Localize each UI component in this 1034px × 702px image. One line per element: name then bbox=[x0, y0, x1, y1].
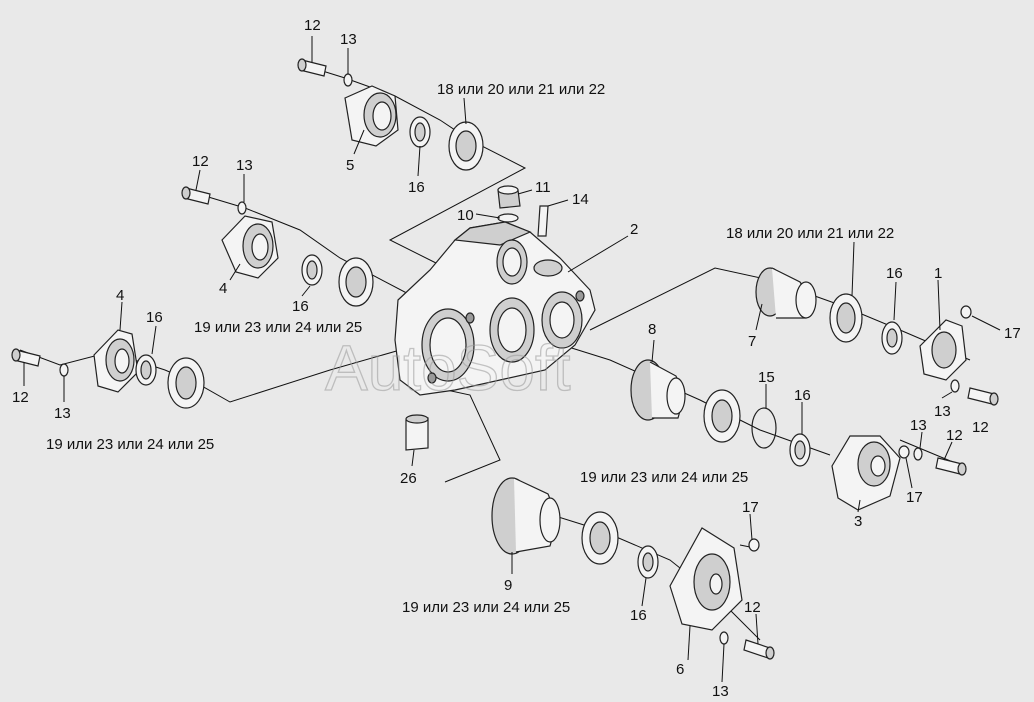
bearing-cover-upper-left bbox=[221, 215, 279, 279]
bearing-middle bbox=[703, 389, 741, 443]
bearing-lower-left bbox=[167, 357, 205, 409]
bolt-upper-right bbox=[967, 387, 999, 406]
callout-16: 16 bbox=[630, 607, 647, 624]
callout-13: 13 bbox=[236, 157, 253, 174]
callout-13: 13 bbox=[712, 683, 729, 700]
callout-5: 5 bbox=[346, 157, 354, 174]
o-ring bbox=[751, 407, 777, 449]
bearing-upper-right bbox=[829, 293, 863, 343]
callout-bearing-options: 19 или 23 или 24 или 25 bbox=[580, 469, 748, 486]
callout-2: 2 bbox=[630, 221, 638, 238]
callout-8: 8 bbox=[648, 321, 656, 338]
callout-17: 17 bbox=[742, 499, 759, 516]
callout-bearing-options: 19 или 23 или 24 или 25 bbox=[402, 599, 570, 616]
callout-12: 12 bbox=[12, 389, 29, 406]
callout-bearing-options: 19 или 23 или 24 или 25 bbox=[194, 319, 362, 336]
gearbox-housing bbox=[394, 221, 596, 396]
washer-lower-left bbox=[59, 363, 69, 377]
callout-10: 10 bbox=[457, 207, 474, 224]
callout-12: 12 bbox=[972, 419, 989, 436]
bearing-upper-left bbox=[338, 257, 374, 307]
callout-4: 4 bbox=[116, 287, 124, 304]
callout-16: 16 bbox=[146, 309, 163, 326]
seal-ring-top bbox=[409, 116, 431, 148]
callout-1: 1 bbox=[934, 265, 942, 282]
seal-ring-lower-left bbox=[135, 354, 157, 386]
callout-7: 7 bbox=[748, 333, 756, 350]
watermark: AutoSoft bbox=[325, 332, 571, 404]
sleeve bbox=[405, 414, 429, 451]
seal-ring-upper-left bbox=[301, 254, 323, 286]
callout-12: 12 bbox=[192, 153, 209, 170]
callout-labels: 12 13 5 16 18 или 20 или 21 или 22 12 13… bbox=[12, 17, 1021, 700]
gear-lower bbox=[491, 477, 561, 555]
cover-lower bbox=[669, 527, 743, 631]
callout-13: 13 bbox=[340, 31, 357, 48]
plug-gasket bbox=[497, 213, 519, 223]
callout-26: 26 bbox=[400, 470, 417, 487]
callout-12: 12 bbox=[946, 427, 963, 444]
callout-16: 16 bbox=[794, 387, 811, 404]
bolt-middle-right bbox=[935, 457, 967, 476]
callout-13: 13 bbox=[934, 403, 951, 420]
cover-middle-right bbox=[831, 435, 901, 511]
washer-middle-right bbox=[913, 447, 923, 461]
callout-4: 4 bbox=[219, 280, 227, 297]
callout-3: 3 bbox=[854, 513, 862, 530]
fitting-lower bbox=[748, 538, 760, 552]
washer-top bbox=[343, 73, 353, 87]
callout-bearing-options: 18 или 20 или 21 или 22 bbox=[437, 81, 605, 98]
callout-11: 11 bbox=[535, 179, 551, 196]
bearing-top bbox=[448, 121, 484, 171]
seal-ring-lower bbox=[637, 545, 659, 579]
bearing-cover-lower-left bbox=[93, 329, 139, 393]
bolt-top bbox=[297, 58, 327, 77]
callout-16: 16 bbox=[408, 179, 425, 196]
bolt-lower-left bbox=[11, 348, 41, 367]
bearing-lower bbox=[581, 511, 619, 565]
washer-upper-left bbox=[237, 201, 247, 215]
seal-ring-middle bbox=[789, 433, 811, 467]
bearing-cover-top bbox=[344, 85, 399, 147]
callout-bearing-options: 19 или 23 или 24 или 25 bbox=[46, 436, 214, 453]
callout-15: 15 bbox=[758, 369, 775, 386]
callout-bearing-options: 18 или 20 или 21 или 22 bbox=[726, 225, 894, 242]
bolt-upper-left bbox=[181, 186, 211, 205]
cover-upper-right bbox=[919, 319, 967, 381]
washer-lower bbox=[719, 631, 729, 645]
fitting-middle-right bbox=[898, 445, 910, 459]
gear-shaft-upper-right bbox=[755, 267, 817, 319]
callout-13: 13 bbox=[910, 417, 927, 434]
leader-lines bbox=[23, 36, 1001, 683]
fitting-upper-right bbox=[960, 305, 972, 319]
callout-17: 17 bbox=[906, 489, 923, 506]
callout-12: 12 bbox=[744, 599, 761, 616]
bolt-lower bbox=[743, 639, 775, 660]
callout-12: 12 bbox=[304, 17, 321, 34]
callout-13: 13 bbox=[54, 405, 71, 422]
callout-17: 17 bbox=[1004, 325, 1021, 342]
callout-16: 16 bbox=[292, 298, 309, 315]
callout-16: 16 bbox=[886, 265, 903, 282]
callout-9: 9 bbox=[504, 577, 512, 594]
gear-middle bbox=[630, 359, 686, 421]
washer-upper-right bbox=[950, 379, 960, 393]
plug bbox=[497, 185, 521, 209]
pin bbox=[537, 205, 549, 237]
callout-6: 6 bbox=[676, 661, 684, 678]
seal-ring-upper-right bbox=[881, 321, 903, 355]
callout-14: 14 bbox=[572, 191, 589, 208]
